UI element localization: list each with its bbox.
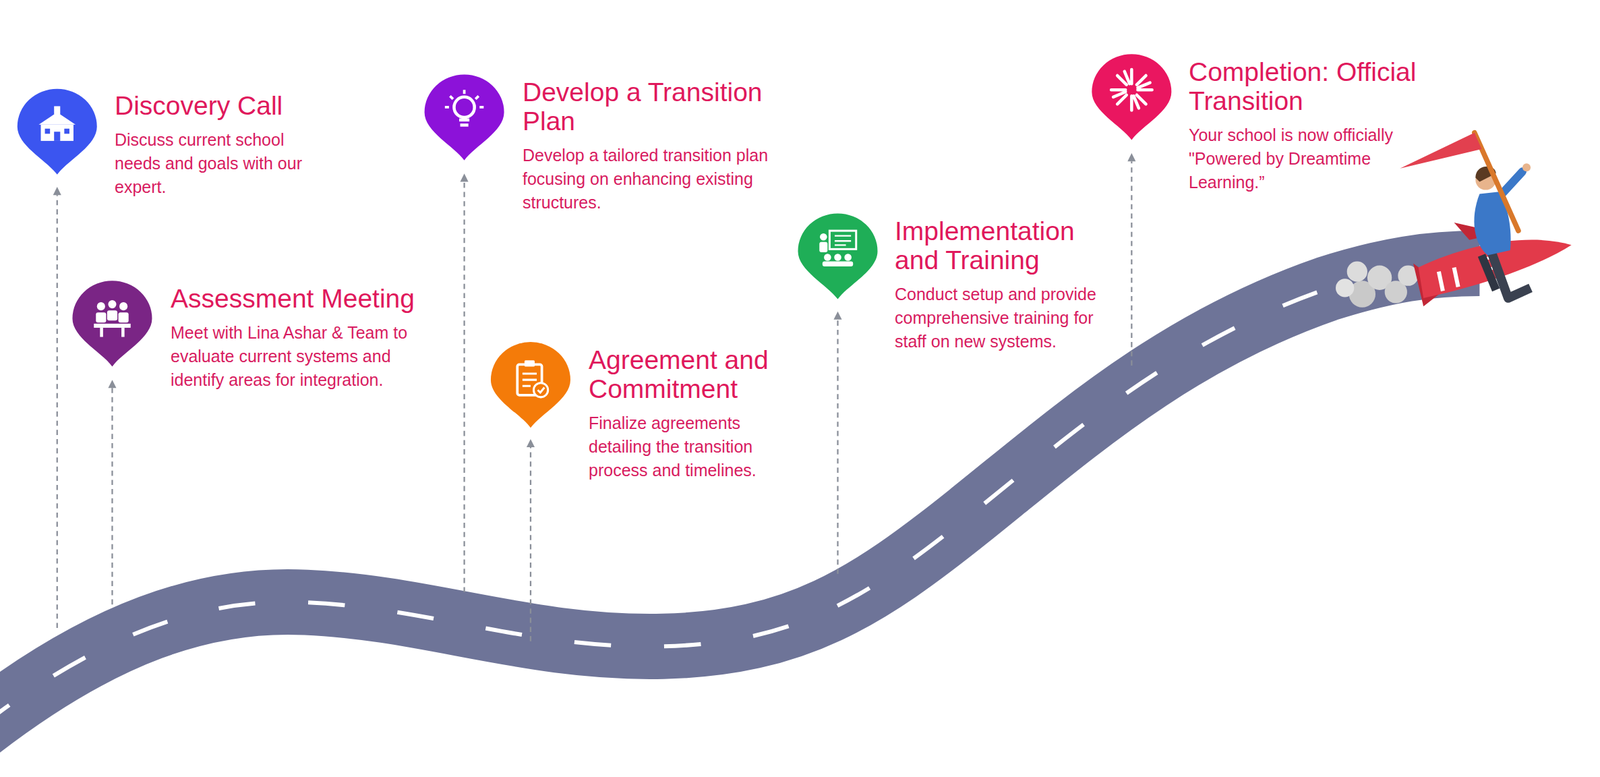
step-description: Finalize agreements detailing the transi… [588, 411, 798, 483]
leader-line [56, 194, 58, 628]
step-description: Conduct setup and provide comprehensive … [894, 282, 1110, 354]
leader-line [529, 447, 532, 642]
leader-arrowhead [460, 173, 469, 182]
clipboard-icon [517, 360, 548, 397]
step-block: Completion: Official TransitionYour scho… [1188, 57, 1429, 195]
meeting-icon [93, 300, 131, 337]
pin-marker [797, 213, 878, 299]
step-heading: Agreement and Commitment [588, 345, 808, 404]
leader-line [836, 319, 839, 574]
leader-arrowhead [107, 379, 116, 388]
leader-line [111, 387, 113, 605]
step-heading: Implementation and Training [894, 216, 1114, 275]
pin-markers [17, 53, 1172, 641]
pin-marker [72, 280, 152, 367]
school-icon [39, 105, 76, 141]
step-description: Discuss current school needs and goals w… [114, 128, 324, 199]
step-description: Your school is now officially "Powered b… [1188, 123, 1394, 195]
pin-marker [1091, 53, 1172, 140]
step-heading: Discovery Call [114, 91, 421, 121]
pin-marker [17, 89, 98, 175]
step-description: Meet with Lina Ashar & Team to evaluate … [170, 320, 421, 392]
bulb-icon [445, 89, 485, 127]
leader-arrowhead [833, 311, 842, 320]
rocket-rider [1335, 132, 1572, 308]
road [0, 263, 1480, 727]
step-block: Assessment MeetingMeet with Lina Ashar &… [170, 283, 467, 392]
step-block: Agreement and CommitmentFinalize agreeme… [588, 345, 808, 483]
step-heading: Completion: Official Transition [1188, 57, 1429, 116]
step-description: Develop a tailored transition plan focus… [522, 143, 778, 215]
leader-arrowhead [526, 438, 535, 448]
leader-line [1130, 161, 1133, 366]
pin-marker [424, 74, 505, 161]
step-heading: Develop a Transition Plan [522, 77, 814, 136]
leader-arrowhead [53, 186, 62, 195]
step-block: Develop a Transition PlanDevelop a tailo… [522, 77, 814, 215]
step-block: Implementation and TrainingConduct setup… [894, 216, 1114, 354]
pin-marker [490, 341, 571, 428]
celebration-icon [1111, 69, 1153, 111]
step-heading: Assessment Meeting [170, 283, 467, 313]
step-block: Discovery CallDiscuss current school nee… [114, 91, 421, 199]
training-icon [819, 230, 856, 267]
leader-arrowhead [1127, 153, 1136, 162]
leader-line [463, 181, 465, 592]
